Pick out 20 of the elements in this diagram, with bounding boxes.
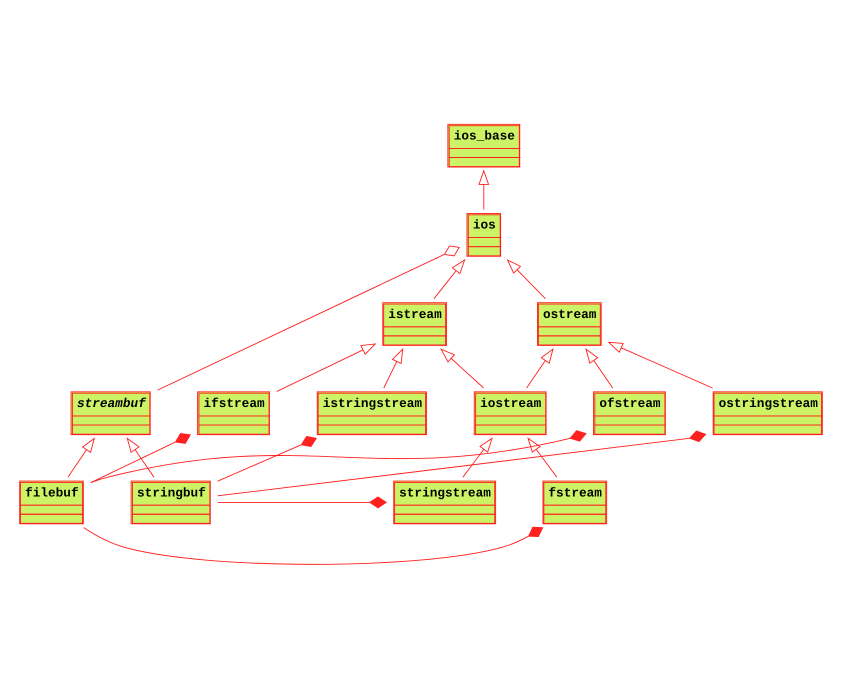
arrow [276,342,377,392]
connector [217,430,706,496]
arrow [68,436,96,478]
arrow [433,258,466,299]
arrow [478,168,490,210]
arrow [585,348,614,388]
arrow [526,348,554,388]
connector [217,496,387,508]
arrow [126,436,154,478]
connector [217,436,318,482]
arrow [527,436,558,478]
connector [90,430,587,483]
connector [90,432,192,483]
connector [157,244,460,390]
arrow [462,436,493,478]
arrow [440,348,484,388]
arrow [506,258,546,299]
arrow [383,347,404,388]
connector [83,526,544,564]
arrow [607,341,714,388]
